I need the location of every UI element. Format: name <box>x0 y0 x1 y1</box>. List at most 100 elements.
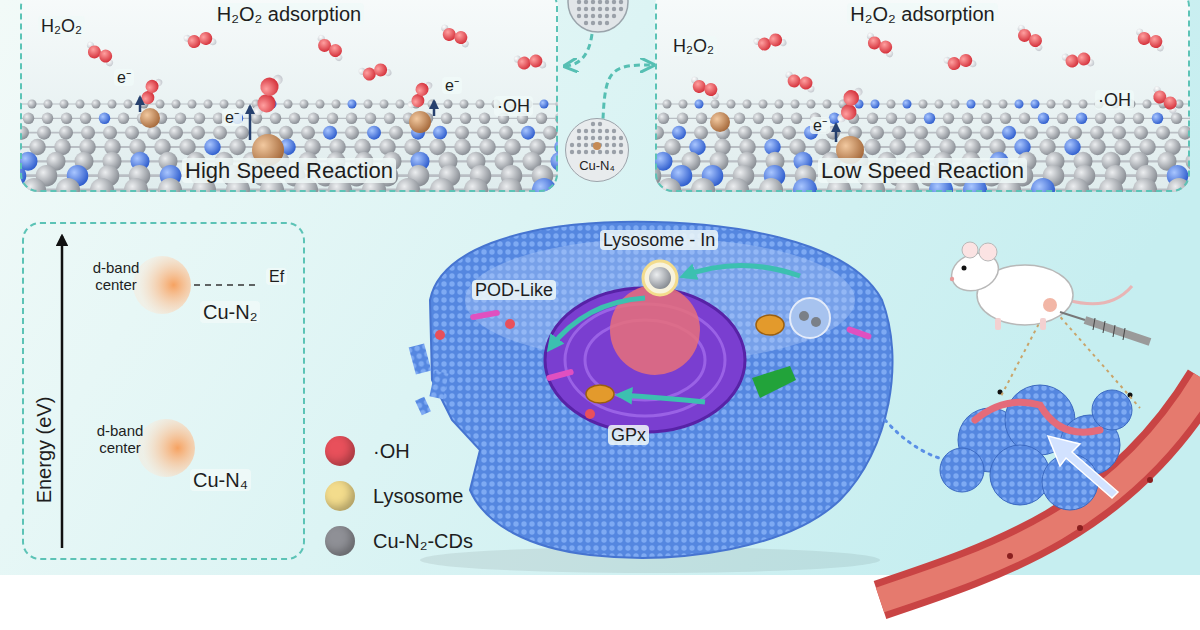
lattice-atom <box>42 113 54 125</box>
drawing-path <box>880 380 1200 600</box>
lattice-atom <box>1000 113 1012 125</box>
lattice-atom <box>772 113 784 125</box>
lattice-atom <box>532 178 556 192</box>
carbon-dot-atom <box>605 129 609 133</box>
h2o2-molecule <box>438 24 472 48</box>
legend-text: Cu-N₂-CDs <box>373 529 473 553</box>
lattice-atom <box>753 113 765 125</box>
drawing-path <box>1048 436 1118 498</box>
carbon-dot-atom <box>577 150 581 154</box>
lattice-atom <box>81 126 95 140</box>
lattice-atom <box>396 100 405 109</box>
copper-atom <box>409 111 431 133</box>
drawing-circle <box>593 142 601 150</box>
enzyme-label: GPx <box>608 425 649 445</box>
lattice-atom <box>695 100 704 109</box>
carbon-dot-atom <box>598 122 602 126</box>
lattice-atom <box>743 100 752 109</box>
lattice-atom <box>543 126 557 140</box>
legend-text: Lysosome <box>373 484 463 508</box>
carbon-dot-atom <box>591 21 595 25</box>
radical-label: ·OH <box>1095 90 1134 110</box>
lattice-atom <box>727 100 736 109</box>
lattice-atom <box>1015 100 1024 109</box>
electron-label: e⁻ <box>114 69 134 86</box>
carbon-dot-atom <box>605 143 609 147</box>
drawing-path <box>550 298 645 348</box>
electron-arrow <box>139 97 142 112</box>
lattice-atom <box>90 178 114 192</box>
lattice-atom <box>962 113 974 125</box>
lattice-atom <box>903 100 912 109</box>
lattice-atom <box>870 126 884 140</box>
legend: ·OHLysosomeCu-N₂-CDs <box>325 428 473 563</box>
drawing-g <box>570 0 623 154</box>
lattice-atom <box>169 126 183 140</box>
lattice-atom <box>958 126 972 140</box>
legend-swatch <box>325 436 355 466</box>
h2o2-molecule <box>837 85 864 125</box>
lattice-atom <box>80 113 92 125</box>
carbon-dot-atom <box>598 0 602 4</box>
carbon-dot-atom <box>591 7 595 11</box>
label-holder: Cu-N₄ <box>190 468 251 492</box>
lattice-atom <box>270 113 282 125</box>
lattice-atom <box>213 126 227 140</box>
panel-heading: H₂O₂ adsorption <box>214 3 364 25</box>
lattice-atom <box>889 139 906 156</box>
lattice-atom <box>92 100 101 109</box>
drawing-circle <box>435 330 445 340</box>
fermi-level-label: Ef <box>266 268 287 285</box>
molecule-atom <box>798 76 813 91</box>
carbon-dot-atom <box>605 21 609 25</box>
lattice-atom <box>1079 100 1088 109</box>
lattice-atom <box>61 113 73 125</box>
lattice-atom <box>175 113 187 125</box>
drawing-rect <box>1040 318 1046 330</box>
molecule-atom <box>767 32 784 49</box>
lattice-atom <box>983 100 992 109</box>
h2o2-molecule <box>1012 24 1047 53</box>
lattice-atom <box>455 126 469 140</box>
carbon-dot-atom <box>619 143 623 147</box>
lattice-atom <box>1065 178 1089 192</box>
molecule-atom <box>256 93 277 114</box>
lattice-atom <box>791 100 800 109</box>
carbon-dot-atom <box>584 7 588 11</box>
drawing-line <box>1085 320 1150 342</box>
molecule-atom <box>414 81 431 98</box>
drawing-path <box>430 222 893 558</box>
material-name: Cu-N₄ <box>579 158 615 173</box>
drawing-circle <box>950 277 954 281</box>
lattice-atom <box>1024 126 1038 140</box>
lattice-atom <box>734 113 746 125</box>
drawing-line <box>1123 328 1125 340</box>
label-holder: e⁻ <box>114 68 134 87</box>
carbon-dot-atom <box>612 143 616 147</box>
lattice-atom <box>188 100 197 109</box>
carbon-dot-atom <box>598 14 602 18</box>
panel-caption: High Speed Reaction <box>182 158 396 183</box>
drawing-path <box>620 395 705 402</box>
radical-label: ·OH <box>494 96 533 116</box>
h2o2-molecule <box>688 76 722 100</box>
lattice-atom <box>999 100 1008 109</box>
drawing-path <box>880 380 1200 600</box>
lattice-atom <box>892 126 906 140</box>
lattice-atom <box>204 100 213 109</box>
molecule-atom <box>703 82 719 98</box>
molecule-atom <box>1076 51 1091 66</box>
lattice-atom <box>300 100 309 109</box>
lattice-atom <box>1090 126 1104 140</box>
drawing-line <box>1113 325 1115 337</box>
lattice-atom <box>59 126 73 140</box>
lattice-atom <box>540 100 549 109</box>
text-holder: Low Speed Reaction <box>657 158 1188 184</box>
lattice-atom <box>156 100 165 109</box>
lattice-atom <box>229 139 246 156</box>
lattice-atom <box>1114 139 1131 156</box>
carbon-dot-atom <box>612 0 616 4</box>
molecule-atom <box>528 53 543 68</box>
drawing-circle <box>1043 298 1057 312</box>
drawing-ellipse <box>756 315 784 335</box>
